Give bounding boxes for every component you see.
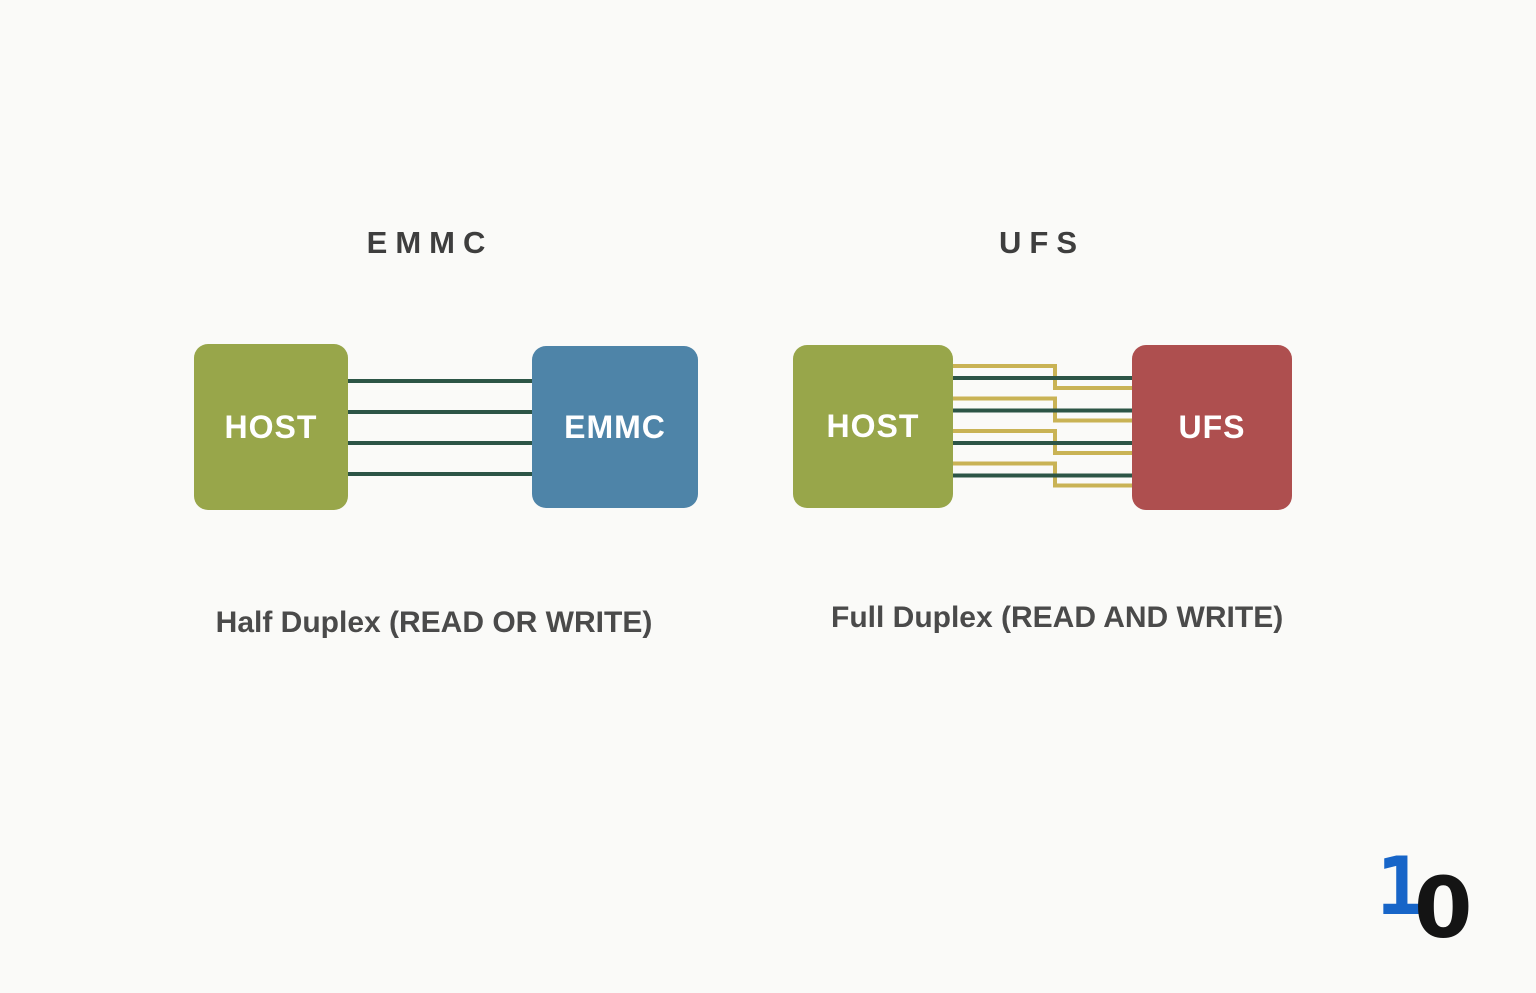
ufs-title: UFS	[999, 225, 1085, 260]
ufs-stepped-lane-line	[953, 461, 1132, 488]
ufs-stepped-lane-line	[953, 364, 1132, 390]
emmc-device-label: EMMC	[564, 408, 666, 445]
logo-digit-one: 1	[1376, 840, 1425, 933]
ufs-device-label: UFS	[1178, 409, 1246, 445]
emmc-host-box: HOST	[194, 344, 348, 510]
ufs-stepped-lane-line	[953, 396, 1132, 423]
emmc-device-box: EMMC	[532, 346, 698, 508]
emmc-caption: Half Duplex (READ OR WRITE)	[215, 606, 653, 639]
ufs-host-label: HOST	[826, 408, 920, 444]
ufs-device-box: UFS	[1132, 345, 1292, 510]
ufs-host-box: HOST	[793, 345, 953, 508]
ten-logo: 1 0	[1370, 840, 1480, 965]
ufs-stepped-lane-line	[953, 429, 1132, 455]
emmc-host-label: HOST	[224, 408, 318, 445]
logo-digit-zero: 0	[1414, 859, 1473, 957]
emmc-title: EMMC	[366, 225, 494, 260]
ufs-caption: Full Duplex (READ AND WRITE)	[831, 601, 1284, 634]
